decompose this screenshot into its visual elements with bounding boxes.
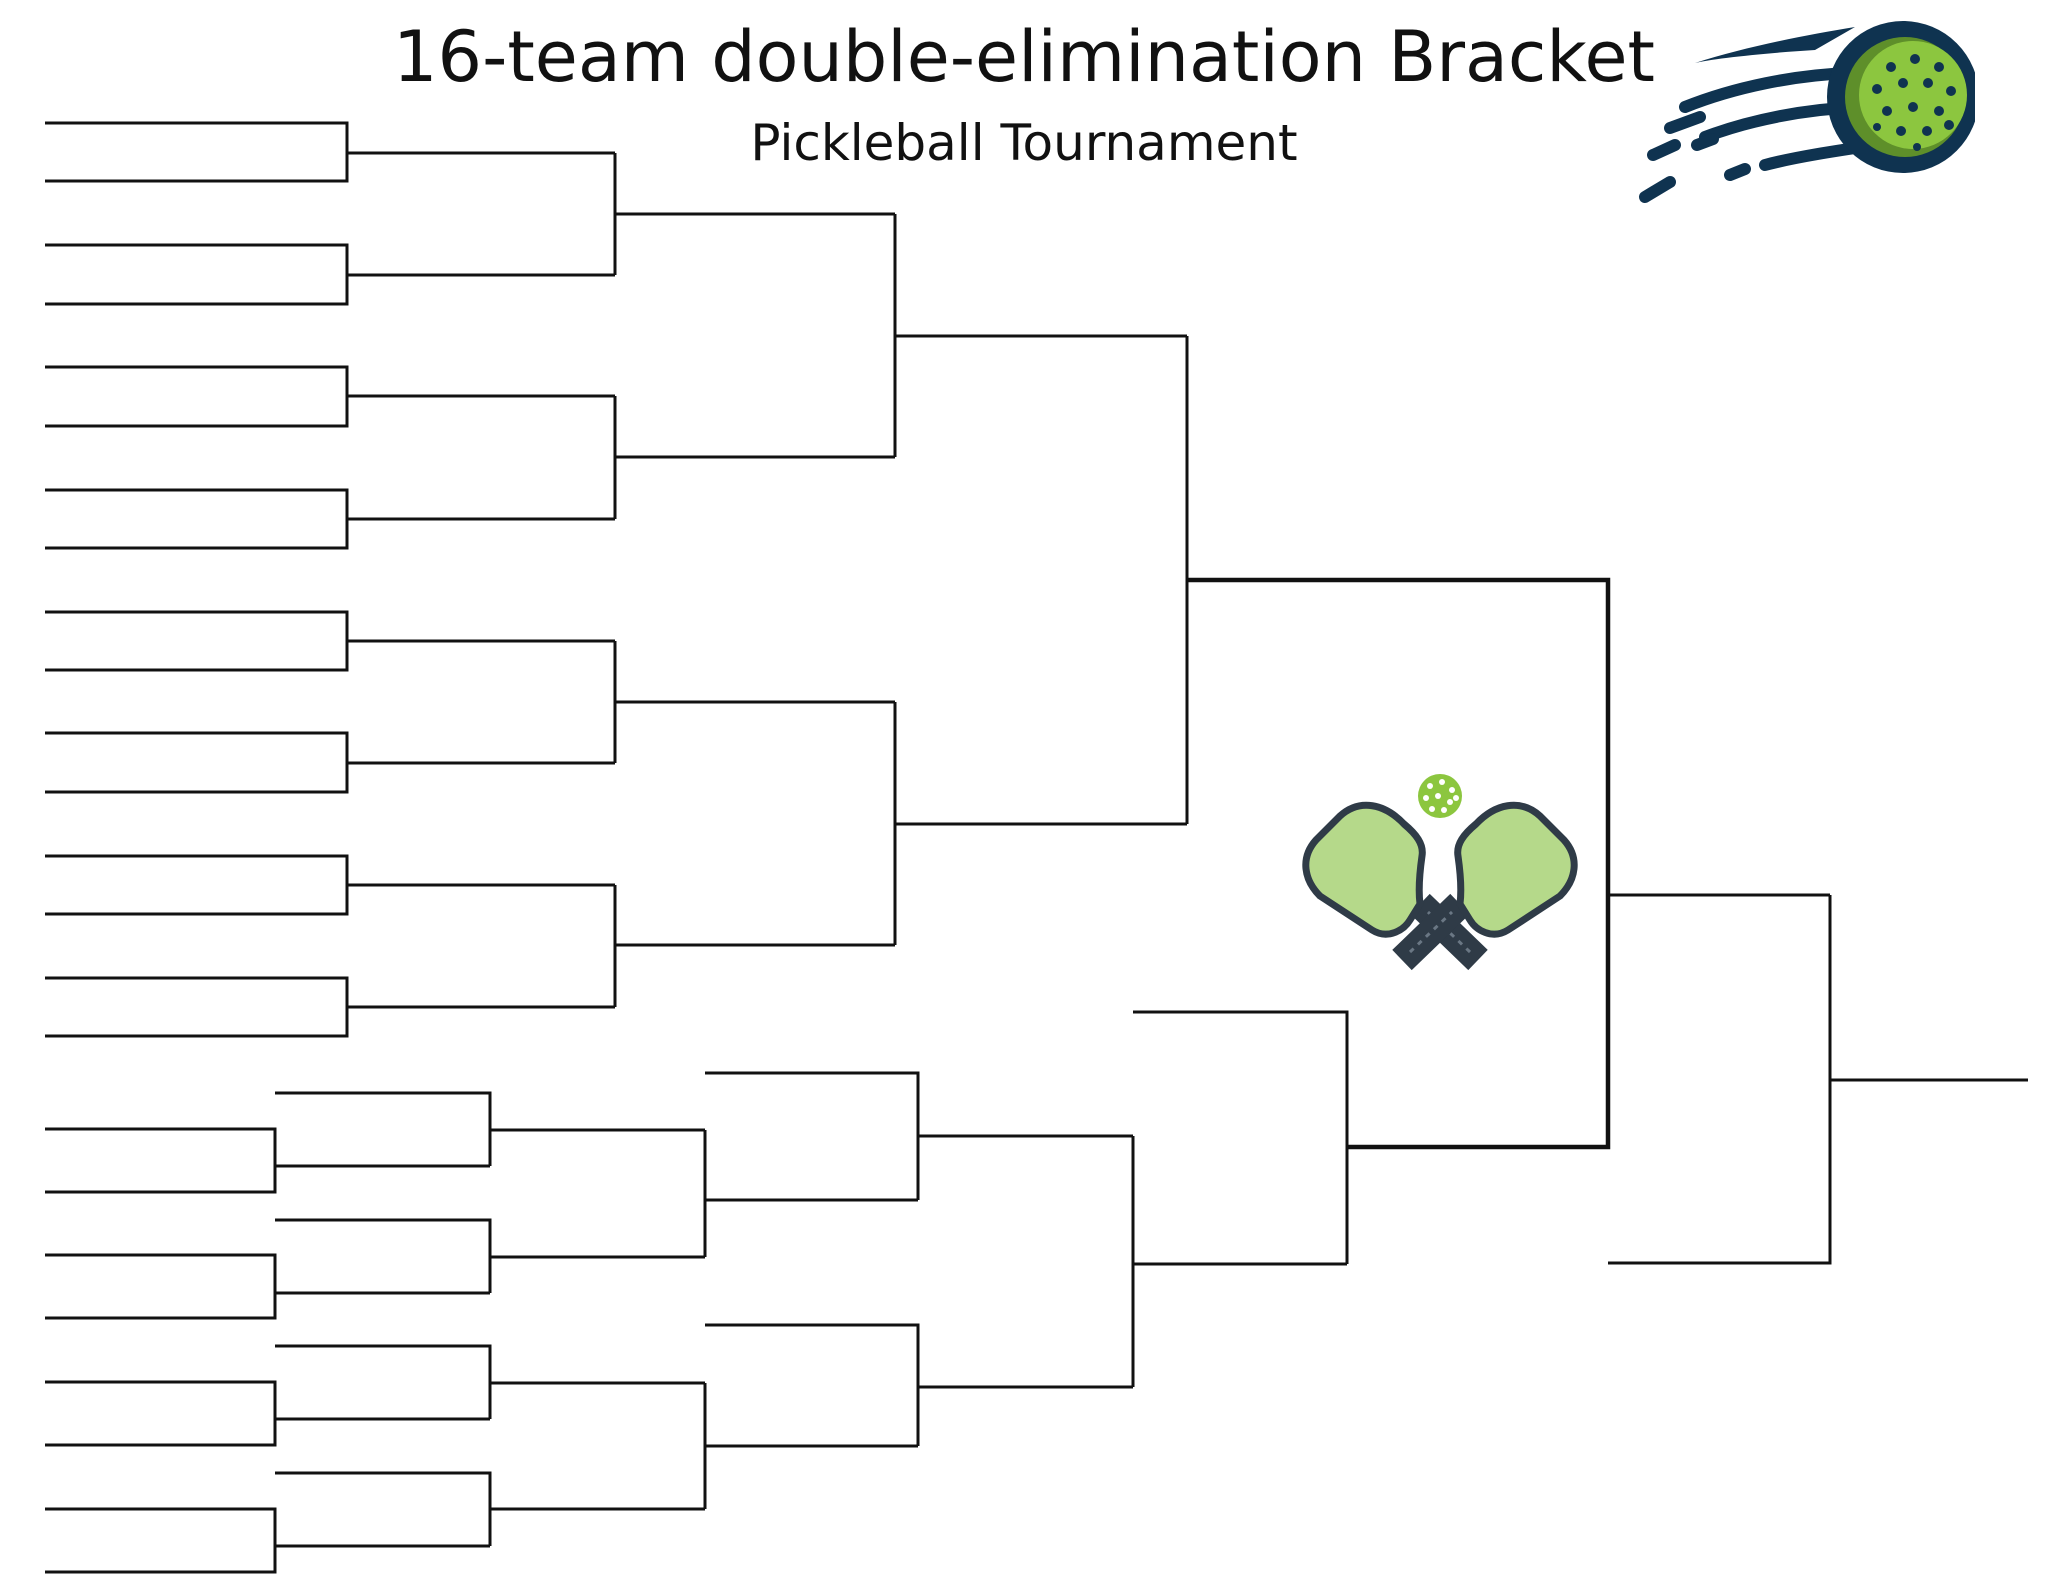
winners-r1-match-8[interactable] <box>45 976 615 1038</box>
bracket-title: 16-team double-elimination Bracket <box>393 16 1655 98</box>
winners-r2-match-2[interactable] <box>613 396 895 519</box>
losers-round-1 <box>45 1127 490 1574</box>
winners-r2-match-4[interactable] <box>613 885 895 1007</box>
grand-final-match[interactable] <box>1187 577 1611 1150</box>
losers-r2-match-3[interactable] <box>275 1344 705 1419</box>
if-necessary-match[interactable] <box>1608 895 2028 1265</box>
losers-r2-match-1[interactable] <box>275 1091 705 1166</box>
winners-r2-match-3[interactable] <box>613 641 895 763</box>
left-paddle-icon <box>1302 801 1488 971</box>
losers-r1-match-4[interactable] <box>45 1507 490 1574</box>
losers-round-3 <box>703 1130 918 1509</box>
winners-r1-match-6[interactable] <box>45 731 615 794</box>
pickleball-icon <box>1418 774 1462 818</box>
losers-r3-match-2[interactable] <box>703 1383 918 1509</box>
winners-r1-match-4[interactable] <box>45 488 615 550</box>
flying-pickleball-icon <box>1639 21 1975 203</box>
losers-bracket <box>45 1010 1608 1574</box>
winners-round-1 <box>45 121 615 1038</box>
winners-r1-match-2[interactable] <box>45 243 615 306</box>
losers-round-2 <box>275 1091 705 1546</box>
losers-r4-match-2[interactable] <box>705 1323 1133 1446</box>
winners-r1-match-5[interactable] <box>45 610 615 672</box>
championship <box>1187 577 2028 1265</box>
losers-r4-match-1[interactable] <box>705 1071 1133 1200</box>
winners-r2-match-1[interactable] <box>613 153 895 275</box>
bracket-subtitle: Pickleball Tournament <box>750 114 1298 172</box>
winners-r1-match-1[interactable] <box>45 121 615 183</box>
winners-bracket <box>45 121 1189 1038</box>
crossed-paddles-icon <box>1302 774 1578 971</box>
losers-r3-match-1[interactable] <box>703 1130 918 1257</box>
winners-r1-match-7[interactable] <box>45 854 615 916</box>
winners-r3-match-1[interactable] <box>893 214 1187 457</box>
winners-r1-match-3[interactable] <box>45 365 615 428</box>
right-paddle-icon <box>1392 801 1578 971</box>
losers-r5-match[interactable] <box>1131 1136 1347 1387</box>
losers-r1-match-1[interactable] <box>45 1127 490 1194</box>
losers-r2-match-4[interactable] <box>275 1471 705 1546</box>
losers-round-4 <box>705 1071 1133 1446</box>
winners-round-3 <box>893 214 1187 945</box>
winners-r3-match-2[interactable] <box>893 702 1187 945</box>
losers-r1-match-2[interactable] <box>45 1253 490 1320</box>
losers-r2-match-2[interactable] <box>275 1218 705 1293</box>
winners-round-2 <box>613 153 895 1007</box>
losers-r1-match-3[interactable] <box>45 1380 490 1447</box>
losers-r6-match[interactable] <box>1133 1010 1608 1264</box>
